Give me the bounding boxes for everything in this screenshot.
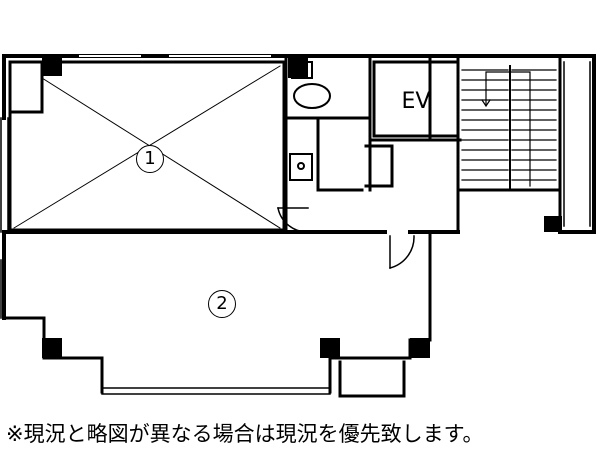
columns	[42, 58, 562, 358]
stair-treads	[461, 65, 557, 189]
right-tower-window	[563, 61, 591, 227]
stairs-walls	[456, 54, 562, 234]
room-2-window	[101, 387, 331, 395]
door-room2	[389, 235, 415, 269]
disclaimer-note: ※現況と略図が異なる場合は現況を優先致します。	[6, 422, 484, 446]
corner-niche	[8, 60, 44, 114]
exterior-walls	[2, 54, 596, 320]
floor-plan	[0, 54, 596, 398]
sink-fixture	[289, 153, 313, 181]
room-2-label: 2	[208, 290, 236, 318]
elevator-label: EV	[401, 88, 431, 114]
core-walls	[284, 54, 462, 234]
room-1-label: 1	[136, 145, 164, 173]
left-window	[0, 117, 9, 319]
door-room1	[277, 207, 309, 233]
